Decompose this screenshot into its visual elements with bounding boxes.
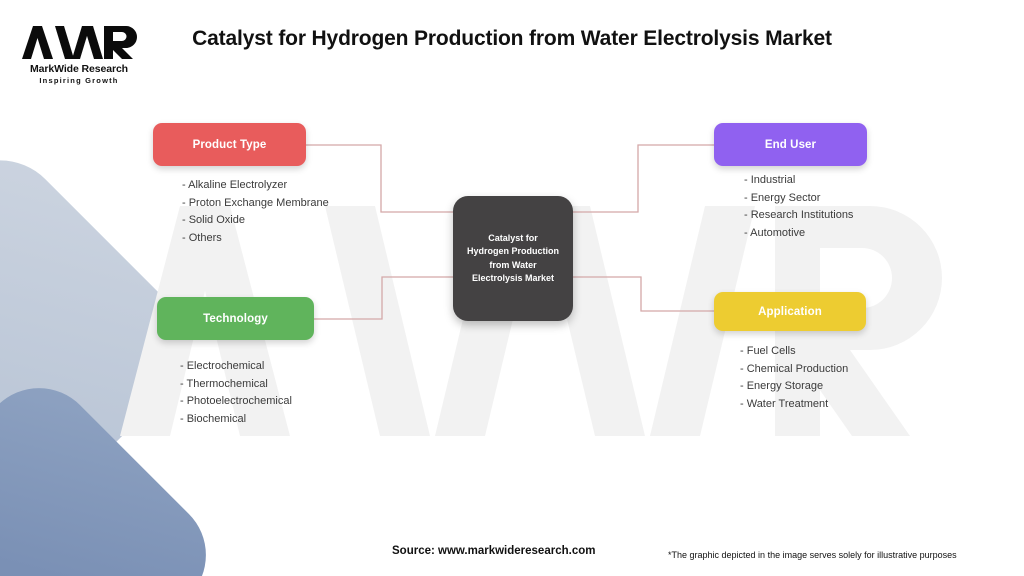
category-box-product-type[interactable]: Product Type: [153, 123, 306, 166]
list-item: - Energy Storage: [740, 380, 824, 392]
list-item: - Others: [182, 231, 222, 244]
category-list-application: - Fuel Cells - Chemical Production - Ene…: [740, 343, 848, 413]
footer-source: Source: www.markwideresearch.com: [392, 545, 596, 557]
list-item: - Research Institutions: [744, 209, 854, 221]
list-item: - Biochemical: [180, 412, 247, 425]
category-label-end-user: End User: [764, 138, 817, 151]
brand-tagline: Inspiring Growth: [39, 76, 119, 85]
center-line: from Water: [489, 259, 537, 270]
center-line: Hydrogen Production: [467, 246, 559, 256]
connector-end-user: [573, 144, 714, 213]
category-list-product-type: - Alkaline Electrolyzer - Proton Exchang…: [182, 177, 329, 247]
category-box-application[interactable]: Application: [714, 292, 866, 331]
mwr-logo-icon: [22, 26, 137, 59]
list-item: - Solid Oxide: [182, 214, 245, 226]
list-item: - Automotive: [744, 226, 806, 239]
category-list-end-user: - Industrial - Energy Sector - Research …: [744, 172, 853, 242]
center-line: Catalyst for: [488, 232, 538, 243]
center-node[interactable]: Catalyst for Hydrogen Production from Wa…: [453, 196, 573, 321]
list-item: - Proton Exchange Membrane: [182, 196, 329, 209]
category-label-product-type: Product Type: [192, 138, 267, 151]
category-label-technology: Technology: [203, 312, 268, 325]
list-item: - Water Treatment: [740, 397, 829, 410]
list-item: - Electrochemical: [180, 360, 265, 372]
list-item: - Energy Sector: [744, 191, 821, 204]
center-node-text: Catalyst for Hydrogen Production from Wa…: [462, 232, 564, 286]
list-item: - Alkaline Electrolyzer: [182, 179, 288, 191]
list-item: - Chemical Production: [740, 362, 849, 375]
decorative-shape-light: [0, 133, 213, 559]
category-box-technology[interactable]: Technology: [157, 297, 314, 340]
list-item: - Photoelectrochemical: [180, 395, 292, 407]
connector-technology: [314, 276, 453, 320]
brand-name: MarkWide Research: [30, 63, 128, 75]
footer-disclaimer: *The graphic depicted in the image serve…: [668, 550, 957, 560]
connector-application: [573, 276, 714, 312]
category-label-application: Application: [758, 305, 822, 318]
list-item: - Industrial: [744, 174, 796, 186]
list-item: - Thermochemical: [180, 377, 268, 390]
category-box-end-user[interactable]: End User: [714, 123, 867, 166]
page-title: Catalyst for Hydrogen Production from Wa…: [192, 27, 832, 50]
category-list-technology: - Electrochemical - Thermochemical - Pho…: [180, 358, 292, 428]
brand-logo: MarkWide Research Inspiring Growth: [16, 24, 142, 86]
list-item: - Fuel Cells: [740, 345, 796, 357]
center-line: Electrolysis Market: [471, 273, 555, 283]
